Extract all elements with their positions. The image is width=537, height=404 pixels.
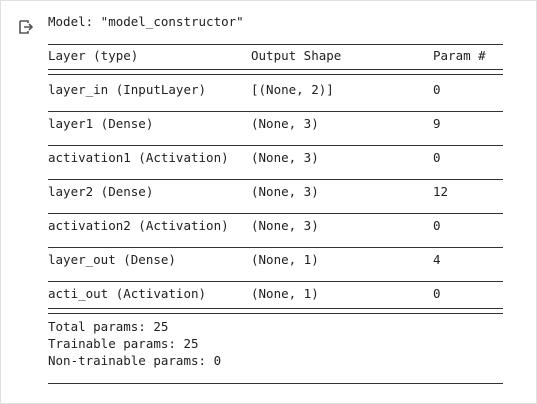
bottom-rule (48, 383, 503, 384)
header-layer-type: Layer (type) (48, 48, 139, 63)
top-rule (48, 44, 503, 45)
table-row-layer: layer_in (InputLayer) (48, 82, 207, 97)
table-row-layer: layer_out (Dense) (48, 252, 176, 267)
footer-double-rule (48, 308, 503, 314)
table-row-layer: activation1 (Activation) (48, 150, 229, 165)
table-row-params: 4 (433, 252, 441, 267)
row-divider (48, 145, 503, 146)
table-row-shape: [(None, 2)] (251, 82, 334, 97)
table-row-shape: (None, 3) (251, 150, 319, 165)
table-row-params: 0 (433, 218, 441, 233)
row-divider (48, 111, 503, 112)
header-param-count: Param # (433, 48, 486, 63)
table-row-shape: (None, 1) (251, 286, 319, 301)
output-arrow-icon[interactable] (17, 19, 33, 35)
table-row-shape: (None, 3) (251, 116, 319, 131)
table-row-params: 0 (433, 286, 441, 301)
trainable-params: Trainable params: 25 (48, 336, 199, 351)
row-divider (48, 179, 503, 180)
table-row-params: 9 (433, 116, 441, 131)
row-divider (48, 247, 503, 248)
row-divider (48, 281, 503, 282)
table-row-shape: (None, 3) (251, 218, 319, 233)
table-row-params: 0 (433, 82, 441, 97)
row-divider (48, 213, 503, 214)
table-row-layer: activation2 (Activation) (48, 218, 229, 233)
header-double-rule (48, 69, 503, 75)
table-row-layer: acti_out (Activation) (48, 286, 207, 301)
model-title: Model: "model_constructor" (48, 14, 244, 29)
table-row-shape: (None, 1) (251, 252, 319, 267)
total-params: Total params: 25 (48, 319, 169, 334)
table-row-params: 0 (433, 150, 441, 165)
table-row-layer: layer2 (Dense) (48, 184, 154, 199)
table-row-shape: (None, 3) (251, 184, 319, 199)
header-output-shape: Output Shape (251, 48, 342, 63)
table-row-params: 12 (433, 184, 449, 199)
table-row-layer: layer1 (Dense) (48, 116, 154, 131)
non-trainable-params: Non-trainable params: 0 (48, 353, 222, 368)
